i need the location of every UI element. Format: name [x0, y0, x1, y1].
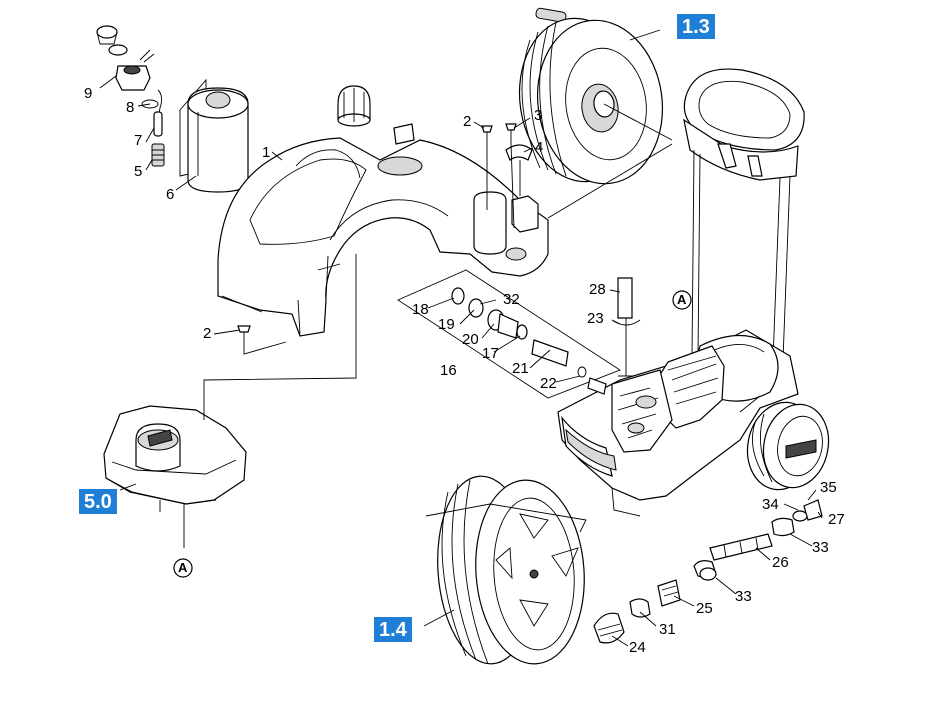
detergent-unit	[103, 254, 357, 548]
part-number-label: 5	[134, 163, 143, 180]
part-number-label: 28	[589, 281, 606, 298]
part-number-label: 22	[540, 375, 557, 392]
hose-and-fittings	[593, 499, 823, 644]
part-number-label: 16	[440, 362, 457, 379]
part-number-label: 2	[463, 113, 472, 130]
marker-circle-a1	[672, 290, 692, 310]
part-number-label: 31	[659, 621, 676, 638]
part-number-label: 21	[512, 360, 529, 377]
leader-lines	[99, 29, 823, 647]
reference-box-1-4[interactable]: 1.4	[374, 617, 412, 642]
screws-and-clip	[237, 123, 533, 355]
part-number-label: 3	[534, 107, 543, 124]
part-number-label: 20	[462, 331, 479, 348]
part-number-label: 27	[828, 511, 845, 528]
part-number-label: 33	[735, 588, 752, 605]
connector-group	[397, 269, 621, 399]
part-number-label: 4	[535, 139, 544, 156]
part-number-label: 1	[262, 144, 271, 161]
part-number-label: 7	[134, 132, 143, 149]
part-number-label: 32	[503, 291, 520, 308]
wheel-bottom	[425, 475, 587, 665]
handle-frame	[683, 68, 805, 387]
reference-box-5-0[interactable]: 5.0	[79, 489, 117, 514]
part-number-label: 33	[812, 539, 829, 556]
part-number-label: 17	[482, 345, 499, 362]
part-number-label: 24	[629, 639, 646, 656]
reference-box-1-3[interactable]: 1.3	[677, 14, 715, 39]
marker-label-a2: A	[178, 560, 188, 575]
marker-label-a1: A	[677, 292, 687, 307]
part-number-label: 18	[412, 301, 429, 318]
part-number-label: 8	[126, 99, 135, 116]
main-housing	[217, 123, 549, 337]
wheel-small	[746, 401, 830, 491]
part-number-label: 6	[166, 186, 175, 203]
part-number-label: 19	[438, 316, 455, 333]
wheel-top	[518, 7, 673, 219]
part-number-label: 2	[203, 325, 212, 342]
part-number-label: 35	[820, 479, 837, 496]
part-number-label: 9	[84, 85, 93, 102]
part-number-label: 26	[772, 554, 789, 571]
detergent-cap-assembly	[96, 25, 165, 167]
pump-motor-assembly	[557, 277, 799, 517]
control-knob	[337, 85, 371, 127]
part-number-label: 23	[587, 310, 604, 327]
part-number-label: 25	[696, 600, 713, 617]
marker-circle-a2	[173, 558, 193, 578]
detergent-tank	[179, 78, 249, 193]
part-number-label: 34	[762, 496, 779, 513]
